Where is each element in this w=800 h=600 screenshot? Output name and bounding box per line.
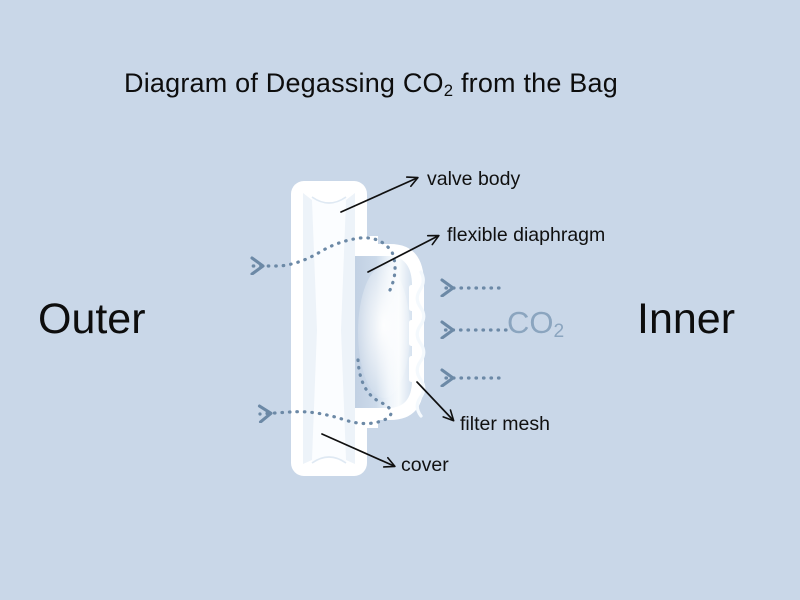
callout-label-valve-body: valve body xyxy=(427,168,521,190)
callout-leader-lines xyxy=(321,176,455,468)
page-title: Diagram of Degassing CO2 from the Bag xyxy=(124,68,618,100)
title-prefix: Diagram of Degassing CO xyxy=(124,68,444,98)
callout-label-filter-mesh: filter mesh xyxy=(460,413,550,435)
leader-filter-mesh xyxy=(416,381,455,422)
co2-label: CO2 xyxy=(507,305,564,341)
co2-subscript: 2 xyxy=(553,321,565,342)
title-suffix: from the Bag xyxy=(453,68,618,98)
region-label-inner: Inner xyxy=(637,295,736,343)
leader-flexible-diaphragm xyxy=(367,234,440,273)
cover-column-channel xyxy=(303,193,355,464)
gas-path-upper xyxy=(250,236,397,292)
co2-inlet-arrows xyxy=(440,288,508,378)
diaphragm-chamber xyxy=(352,256,412,408)
region-label-outer: Outer xyxy=(38,295,146,343)
callout-label-flexible-diaphragm: flexible diaphragm xyxy=(447,224,606,246)
filter-mesh-ports xyxy=(409,270,426,418)
leader-valve-body xyxy=(340,176,419,213)
gas-path-lower xyxy=(260,358,393,426)
callout-label-cover: cover xyxy=(401,454,449,476)
gas-flow-paths xyxy=(250,236,397,426)
title-subscript: 2 xyxy=(443,81,454,100)
leader-cover xyxy=(321,433,396,468)
co2-formula: CO xyxy=(507,305,554,340)
